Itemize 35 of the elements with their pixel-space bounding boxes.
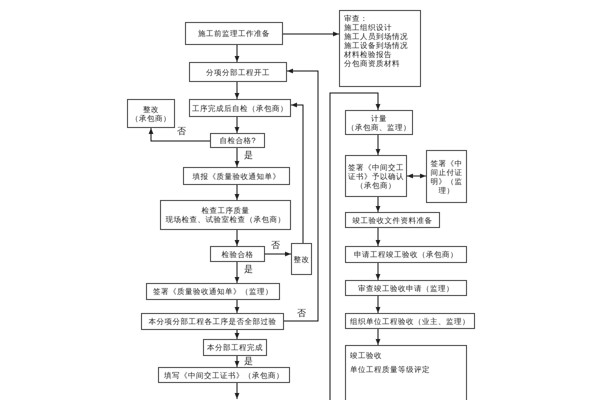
arrow — [376, 196, 380, 212]
arrow — [234, 230, 240, 246]
arrow — [376, 228, 380, 246]
arrow — [376, 328, 380, 346]
arrow — [234, 330, 240, 340]
arrow — [234, 184, 240, 200]
arrow — [376, 262, 380, 280]
process-box — [127, 99, 175, 128]
arrow — [234, 300, 240, 314]
arrow — [284, 68, 318, 322]
arrow — [234, 148, 240, 168]
arrow — [376, 296, 380, 314]
arrow — [376, 134, 380, 156]
arrow — [234, 356, 240, 368]
edge-label: 是 — [243, 150, 254, 160]
edge-label: 否 — [296, 308, 307, 318]
arrow — [234, 116, 240, 134]
arrow — [264, 252, 292, 256]
arrow — [290, 102, 304, 244]
arrow — [234, 382, 240, 400]
arrow — [234, 82, 240, 100]
process-box — [160, 200, 291, 230]
arrow — [330, 92, 380, 400]
process-box — [345, 110, 413, 135]
edge-label: 否 — [176, 126, 187, 136]
edge-label: 是 — [243, 356, 254, 366]
process-box — [339, 10, 421, 87]
edge-label: 是 — [243, 264, 254, 274]
arrow — [148, 128, 210, 142]
arrow — [234, 262, 240, 284]
arrow — [234, 44, 240, 62]
arrow — [282, 32, 340, 36]
process-box — [345, 345, 467, 400]
arrow — [406, 174, 426, 178]
edge-label: 否 — [270, 240, 281, 250]
